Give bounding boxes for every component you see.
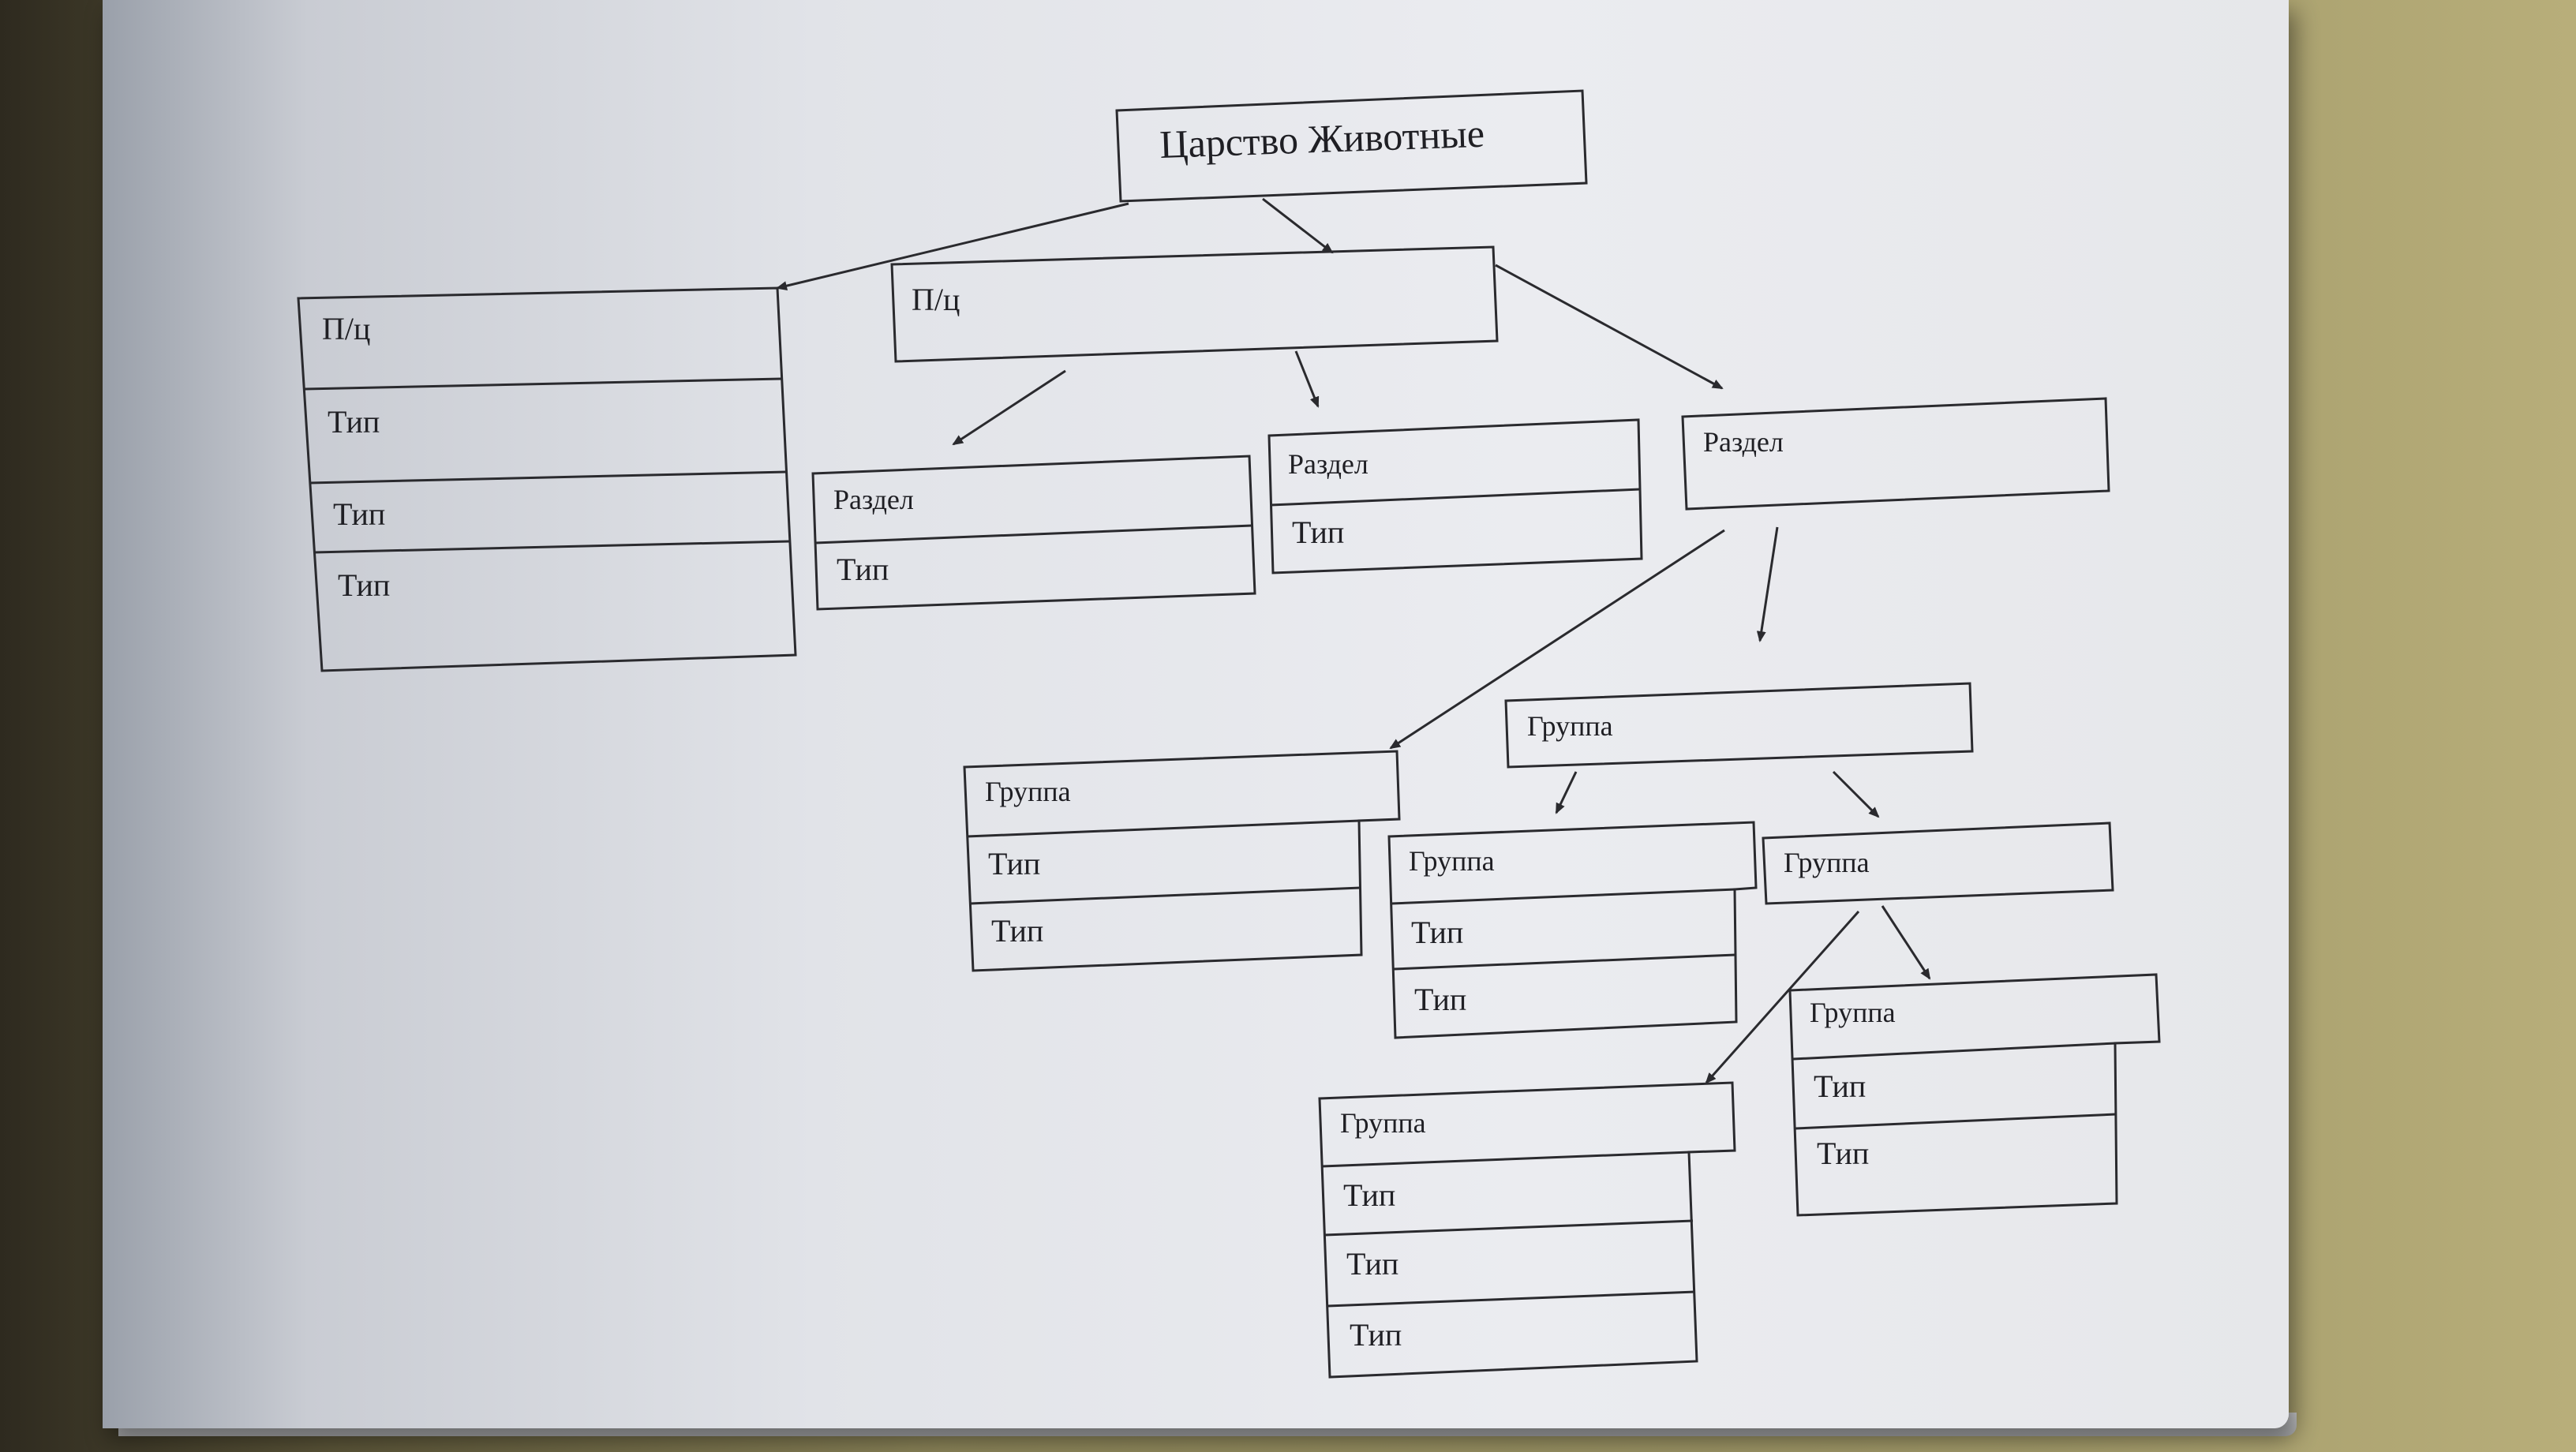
subkingdom-left-row: Тип: [338, 567, 390, 603]
subkingdom-center-header: П/ц: [912, 282, 960, 317]
subkingdom-left-row: Тип: [333, 496, 385, 532]
group-far-right-row: Тип: [1814, 1068, 1866, 1104]
subkingdom-left-node: П/ц Тип Тип Тип: [297, 286, 797, 672]
group-left-row: Тип: [991, 913, 1043, 949]
group-left-header: Группа: [985, 776, 1071, 807]
group-bottom-row: Тип: [1346, 1246, 1398, 1282]
group-bottom-header: Группа: [1340, 1107, 1426, 1139]
group-far-right-row: Тип: [1817, 1136, 1869, 1171]
section-a-row: Тип: [837, 552, 889, 587]
edge-root-to-subkingdom-center: [1262, 197, 1334, 254]
edge-group-right-to-group-far-right: [1881, 905, 1931, 980]
subkingdom-left-row: Тип: [328, 404, 380, 440]
section-b-header: Раздел: [1288, 448, 1368, 480]
subkingdom-center-node: П/ц: [890, 245, 1499, 363]
edge-group-right-to-group-bottom: [1705, 911, 1860, 1084]
edge-section-c-to-group-left: [1389, 529, 1725, 750]
group-far-right-header: Группа: [1810, 997, 1896, 1028]
group-bottom-row: Тип: [1343, 1177, 1395, 1213]
group-mid-header: Группа: [1409, 845, 1495, 877]
edge-subkingdom-to-section-b: [1294, 350, 1320, 408]
edge-subkingdom-to-section-c: [1495, 264, 1724, 390]
root-label: Царство Животные: [1159, 111, 1485, 167]
group-far-right-node: Группа Тип Тип: [1788, 973, 2161, 1217]
paper-sheet: [103, 0, 2289, 1428]
section-b-node: Раздел Тип: [1267, 418, 1643, 574]
section-b-row: Тип: [1292, 515, 1344, 550]
group-top-header: Группа: [1527, 710, 1613, 742]
section-a-node: Раздел Тип: [811, 455, 1256, 611]
section-c-node: Раздел: [1681, 397, 2110, 511]
group-mid-row: Тип: [1411, 915, 1463, 950]
section-c-header: Раздел: [1703, 426, 1784, 458]
section-a-header: Раздел: [833, 484, 914, 515]
edge-group-top-to-group-mid: [1555, 771, 1578, 814]
group-bottom-node: Группа Тип Тип Тип: [1318, 1081, 1736, 1379]
group-left-node: Группа Тип Тип: [963, 750, 1401, 972]
root-node: Царство Животные: [1115, 89, 1588, 203]
group-right-node: Группа: [1762, 821, 2114, 905]
group-right-header: Группа: [1784, 847, 1870, 878]
group-mid-node: Группа Тип Тип: [1387, 821, 1758, 1039]
group-top-node: Группа: [1504, 682, 1974, 769]
edge-subkingdom-to-section-a: [952, 369, 1066, 446]
edge-section-c-to-group-top: [1756, 526, 1779, 642]
subkingdom-left-header: П/ц: [322, 311, 370, 346]
group-bottom-row: Тип: [1350, 1317, 1402, 1353]
group-mid-row: Тип: [1414, 982, 1466, 1017]
group-left-row: Тип: [988, 846, 1040, 881]
edge-group-top-to-group-right: [1832, 770, 1880, 818]
edge-root-to-subkingdom-left: [776, 202, 1129, 291]
